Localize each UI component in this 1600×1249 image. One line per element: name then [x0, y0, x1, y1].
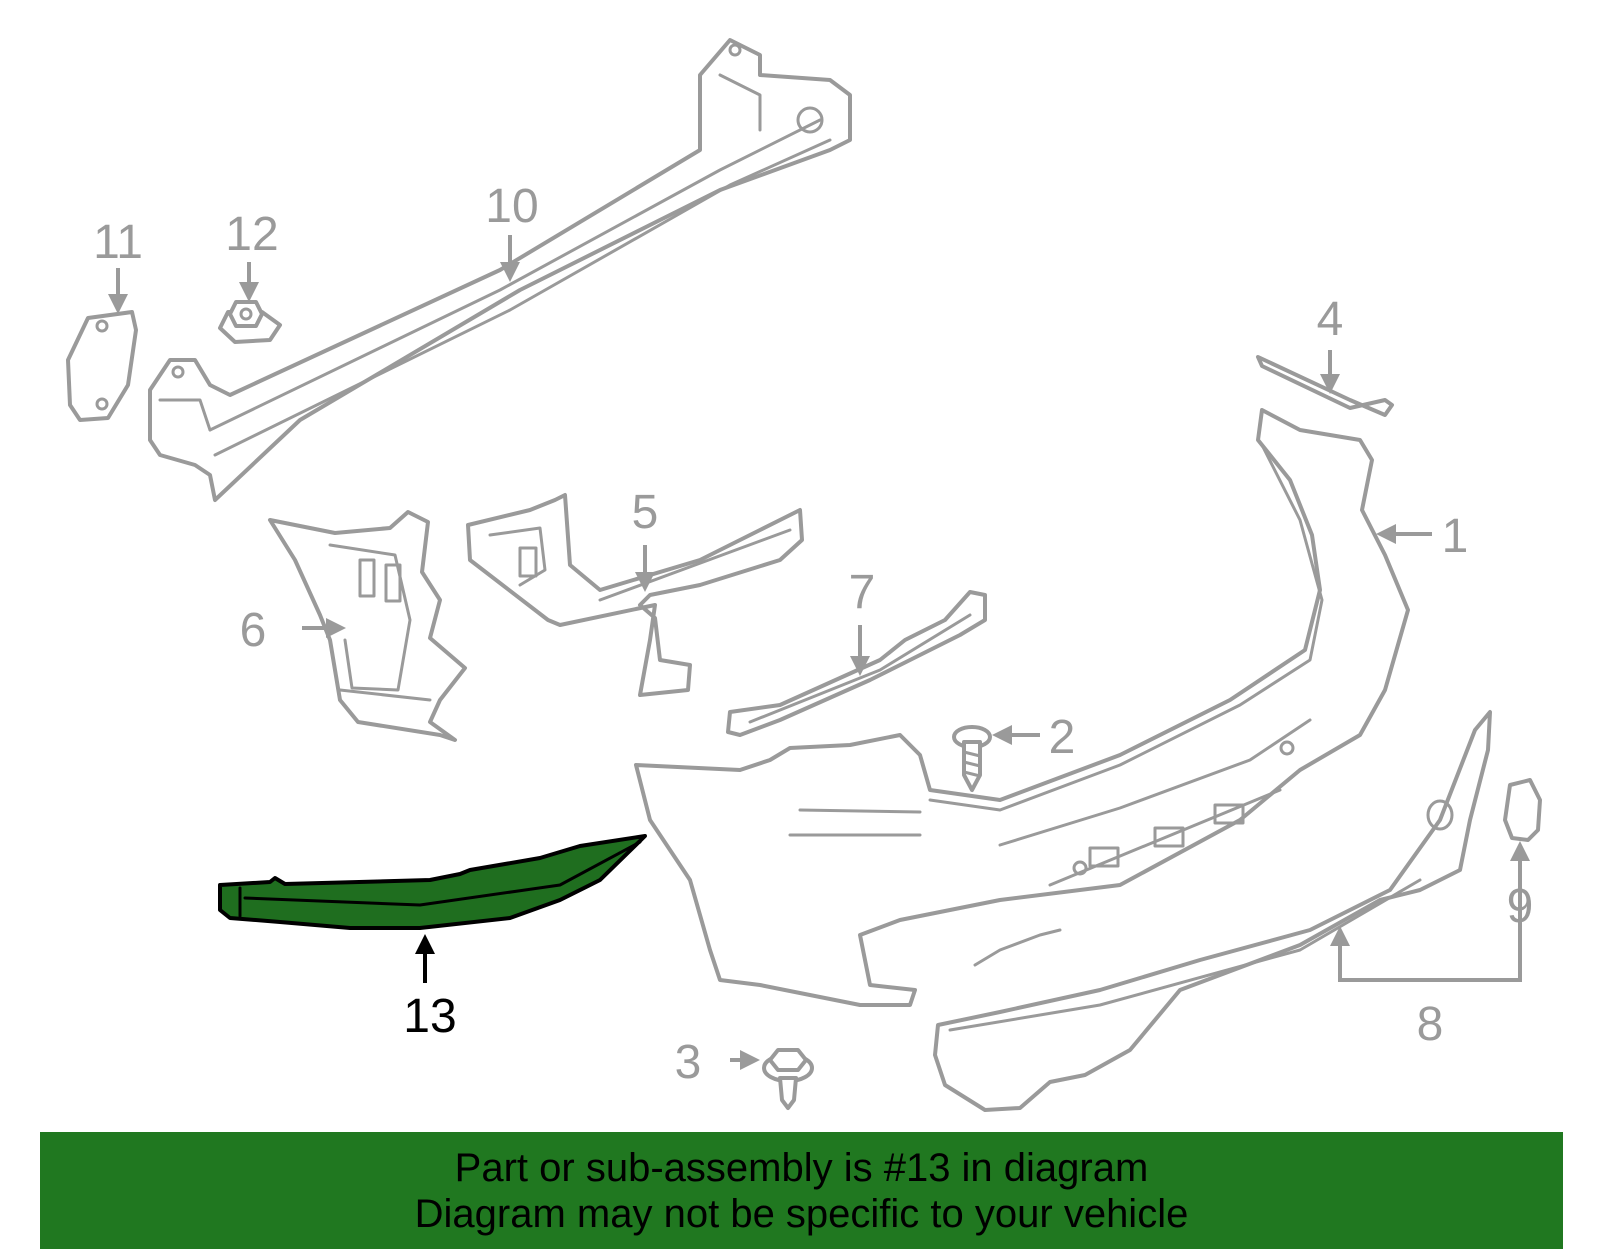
- banner-line-1: Part or sub-assembly is #13 in diagram: [454, 1145, 1149, 1190]
- part-10-reinforcement-beam: [148, 38, 852, 502]
- part-2-screw: [952, 725, 992, 792]
- part-3-bolt: [762, 1048, 814, 1110]
- info-banner: Part or sub-assembly is #13 in diagram D…: [40, 1132, 1563, 1249]
- callout-1: 1: [1442, 510, 1469, 563]
- banner-line-2: Diagram may not be specific to your vehi…: [414, 1191, 1189, 1236]
- part-13-highlighted-trim: [218, 834, 647, 930]
- leader-8: [1330, 880, 1522, 982]
- part-11-plate: [66, 310, 138, 422]
- callout-6: 6: [240, 604, 267, 657]
- callout-3: 3: [675, 1036, 702, 1089]
- callout-7: 7: [849, 566, 876, 619]
- part-5-center-bracket: [466, 493, 804, 697]
- part-12-nut: [218, 300, 282, 344]
- callout-9: 9: [1507, 880, 1534, 933]
- part-6-left-bracket: [268, 510, 467, 742]
- callout-12: 12: [225, 208, 278, 261]
- part-7-strip: [726, 590, 987, 737]
- leader-lines: [108, 235, 1530, 1070]
- callout-4: 4: [1317, 293, 1344, 346]
- callout-11: 11: [93, 216, 143, 269]
- callout-2: 2: [1049, 711, 1076, 764]
- callout-13: 13: [403, 990, 456, 1043]
- part-9-clip: [1503, 778, 1542, 842]
- callout-10: 10: [485, 180, 538, 233]
- part-8-lower-valance: [933, 710, 1492, 1112]
- callout-8: 8: [1417, 998, 1444, 1051]
- callout-5: 5: [632, 486, 659, 539]
- part-1-bumper-cover: [634, 408, 1410, 1007]
- callout-labels: 11 12 10 4 1 5 6 7 2 3 9 8 13: [93, 180, 1533, 1089]
- part-4-trim-strip: [1256, 355, 1394, 417]
